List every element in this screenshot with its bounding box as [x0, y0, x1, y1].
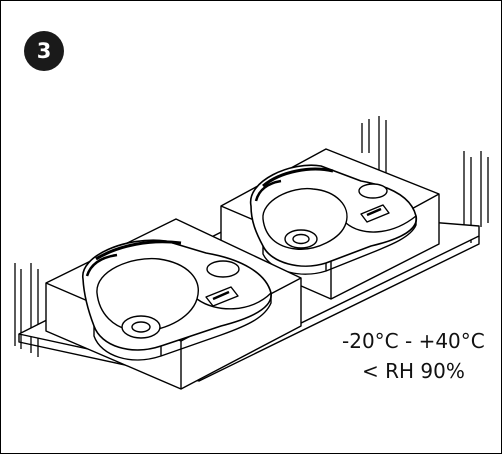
step-number-badge: 3	[24, 31, 64, 71]
stored-device-front	[45, 218, 302, 390]
temperature-range-label: -20°C - +40°C	[342, 329, 485, 353]
humidity-limit-label: < RH 90%	[362, 359, 465, 383]
stored-device-back	[220, 148, 440, 300]
